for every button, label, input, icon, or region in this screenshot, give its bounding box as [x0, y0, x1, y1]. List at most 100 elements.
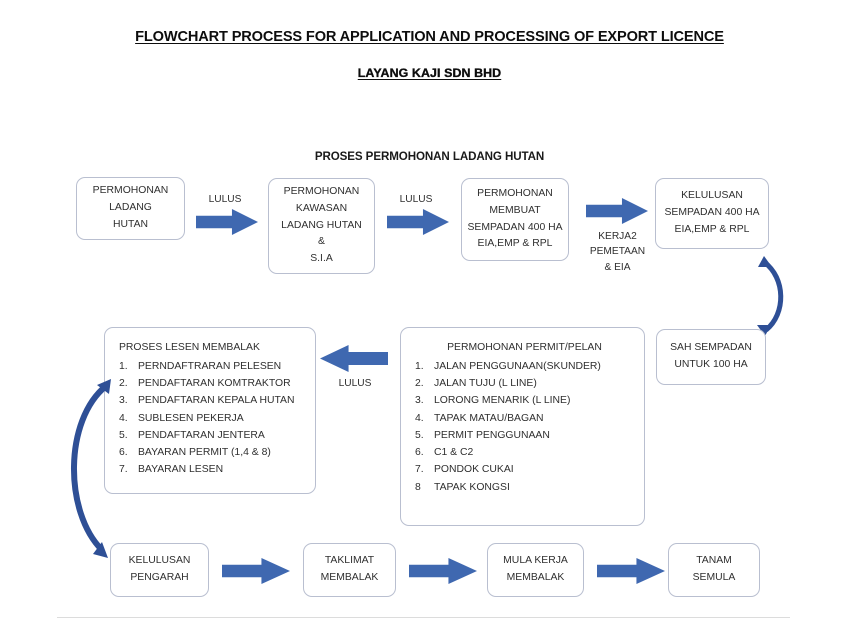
item-number: 1. [415, 360, 424, 372]
node-permohonan-ladang-hutan: PERMOHONAN LADANG HUTAN [76, 177, 185, 240]
node-line: KAWASAN [295, 202, 348, 214]
item-number: 1. [119, 360, 128, 372]
permit-pelan-list: 1. JALAN PENGGUNAAN(SKUNDER) 2. JALAN TUJU… [415, 358, 634, 496]
arrow-left-lulus [320, 345, 388, 372]
node-line: SEMULA [692, 572, 736, 583]
node-line: KELULUSAN [128, 555, 191, 567]
node-mula-kerja-membalak: MULA KERJA MEMBALAK [487, 543, 584, 597]
section-title: PROSES PERMOHONAN LADANG HUTAN [314, 150, 545, 163]
node-permohonan-permit-pelan: PERMOHONAN PERMIT/PELAN 1. JALAN PENGGUNA… [400, 327, 645, 526]
node-line: SAH SEMPADAN [670, 342, 752, 354]
item-text: TAPAK KONGSI [434, 481, 510, 493]
node-line: TANAM [696, 555, 732, 567]
item-number: 6. [119, 447, 128, 459]
node-sah-sempadan-100ha: SAH SEMPADAN UNTUK 100 HA [656, 329, 766, 385]
node-line: PERMOHONAN [283, 185, 360, 197]
node-kelulusan-pengarah: KELULUSAN PENGARAH [110, 543, 209, 597]
item-text: SUBLESEN PEKERJA [138, 412, 244, 424]
node-line: S.I.A [310, 253, 333, 265]
item-text: JALAN TUJU (L LINE) [434, 378, 537, 390]
item-text: PERMIT PENGGUNAAN [434, 429, 550, 441]
node-line: LADANG HUTAN [281, 219, 362, 231]
item-number: 2. [415, 378, 424, 390]
arrow-right-3 [586, 198, 648, 224]
list-item: 2.PENDAFTARAN KOMTRAKTOR [119, 375, 294, 392]
item-number: 4. [415, 412, 424, 424]
arrow-right-1 [196, 209, 258, 235]
item-text: BAYARAN LESEN [138, 464, 224, 476]
document-title: FLOWCHART PROCESS FOR APPLICATION AND PR… [135, 29, 724, 45]
company-name: LAYANG KAJI SDN BHD [357, 66, 502, 80]
node-line: MULA KERJA [503, 555, 568, 567]
node-line: EIA,EMP & RPL [674, 223, 750, 235]
item-text: C1 & C2 [434, 447, 474, 459]
arrow-right-6 [597, 558, 665, 584]
list-item: 1. PERNDAFTRARAN PELESEN [119, 358, 294, 375]
list-item: 8 TAPAK KONGSI [415, 479, 634, 496]
item-number: 7. [415, 464, 424, 476]
item-text: JALAN PENGGUNAAN(SKUNDER) [434, 360, 601, 372]
item-text: PENDAFTARAN JENTERA [138, 429, 265, 441]
arrow-right-4 [222, 558, 290, 584]
list-item: 2. JALAN TUJU (L LINE) [415, 375, 634, 392]
item-text: TAPAK MATAU/BAGAN [434, 412, 544, 424]
arrow-right-5 [409, 558, 477, 584]
item-number: 7. [119, 464, 128, 476]
node-line: MEMBALAK [320, 572, 379, 583]
node-line: EIA,EMP & RPL [477, 238, 553, 250]
list-item: 7. BAYARAN LESEN [119, 461, 294, 478]
node-line: PERMOHONAN [92, 185, 169, 197]
caption-line: & EIA [604, 261, 631, 273]
node-line: HUTAN [112, 218, 149, 230]
node-line: PENGARAH [130, 572, 189, 583]
node-line: & [318, 236, 325, 248]
node-proses-lesen-membalak: PROSES LESEN MEMBALAK 1. PERNDAFTRARAN PE… [104, 327, 316, 494]
node-line: MEMBUAT [489, 204, 541, 216]
item-number: 5. [119, 429, 128, 441]
node-line: MEMBALAK [506, 572, 565, 583]
list-item: 3.LORONG MENARIK (L LINE) [415, 392, 634, 409]
list-item: 4. SUBLESEN PEKERJA [119, 410, 294, 427]
node-line: KELULUSAN [681, 190, 743, 202]
list-header: PERMOHONAN PERMIT/PELAN [447, 342, 602, 353]
item-number: 4. [119, 412, 128, 424]
list-item: 5. PERMIT PENGGUNAAN [415, 427, 634, 444]
item-text: PENDAFTARAN KEPALA HUTAN [138, 395, 295, 407]
arrow-caption-lulus-3: LULUS [338, 378, 372, 389]
list-item: 7. PONDOK CUKAI [415, 461, 634, 478]
curved-connector-left [58, 372, 128, 572]
node-permohonan-membuat-sempadan: PERMOHONAN MEMBUAT SEMPADAN 400 HA EIA,E… [461, 178, 569, 261]
node-line: UNTUK 100 HA [674, 359, 748, 370]
item-text: LORONG MENARIK (L LINE) [434, 395, 571, 407]
item-number: 8 [415, 481, 421, 493]
list-header: PROSES LESEN MEMBALAK [119, 342, 260, 353]
item-text: PERNDAFTRARAN PELESEN [138, 360, 282, 372]
item-text: BAYARAN PERMIT (1,4 & 8) [138, 447, 271, 459]
caption-line: KERJA2 [598, 231, 637, 242]
item-text: PENDAFTARAN KOMTRAKTOR [138, 378, 291, 390]
curved-connector-right [752, 252, 812, 340]
node-line: PERMOHONAN [477, 187, 553, 199]
item-number: 5. [415, 429, 424, 441]
item-text: PONDOK CUKAI [434, 464, 514, 476]
caption-line: PEMETAAN [589, 246, 646, 258]
node-tanam-semula: TANAM SEMULA [668, 543, 760, 597]
proses-lesen-list: 1. PERNDAFTRARAN PELESEN 2.PENDAFTARAN KO… [119, 358, 294, 479]
node-line: TAKLIMAT [324, 555, 375, 567]
list-item: 4. TAPAK MATAU/BAGAN [415, 410, 634, 427]
node-taklimat-membalak: TAKLIMAT MEMBALAK [303, 543, 396, 597]
node-line: SEMPADAN 400 HA [664, 207, 760, 219]
arrow-caption-lulus-2: LULUS [399, 194, 433, 205]
node-line: SEMPADAN 400 HA [467, 221, 563, 233]
node-kelulusan-sempadan: KELULUSAN SEMPADAN 400 HA EIA,EMP & RPL [655, 178, 769, 249]
list-item: 5. PENDAFTARAN JENTERA [119, 427, 294, 444]
item-number: 6. [415, 447, 424, 459]
list-item: 6. C1 & C2 [415, 444, 634, 461]
arrow-right-2 [387, 209, 449, 235]
node-line: LADANG [109, 202, 152, 214]
arrow-caption-lulus-1: LULUS [208, 194, 242, 205]
list-item: 1. JALAN PENGGUNAAN(SKUNDER) [415, 358, 634, 375]
list-item: 6. BAYARAN PERMIT (1,4 & 8) [119, 444, 294, 461]
node-permohonan-kawasan-ladang-hutan-sia: PERMOHONAN KAWASAN LADANG HUTAN & S.I.A [268, 178, 375, 274]
arrow-caption-kerja2-pemetaan-eia: KERJA2 PEMETAAN & EIA [570, 229, 665, 275]
